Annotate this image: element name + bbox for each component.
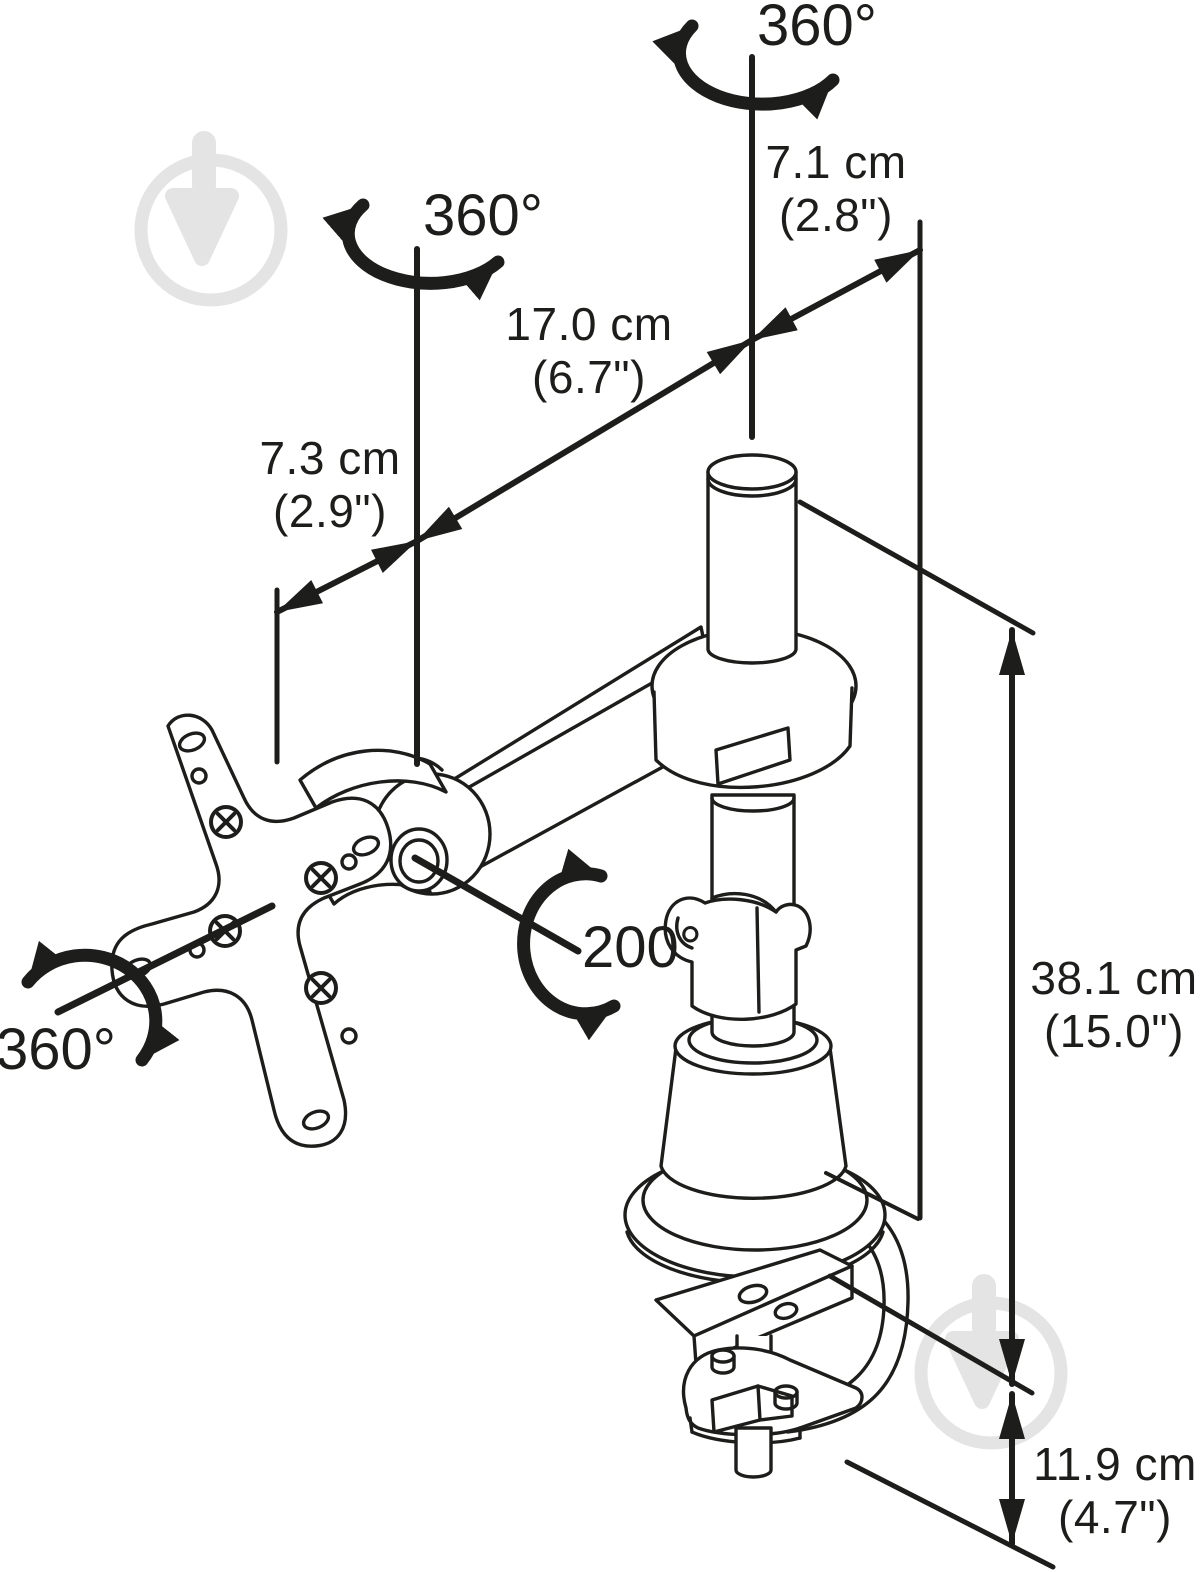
- vesa-screw-icon: [304, 861, 338, 895]
- vesa-slot-hole: [301, 1109, 331, 1131]
- clamp-upper-jaw: [654, 1248, 854, 1366]
- cable-clip: [663, 891, 812, 1022]
- head-offset-label: 7.3 cm (2.9"): [259, 432, 400, 538]
- clamp-height-imperial: (4.7"): [1058, 1491, 1172, 1543]
- pole-rotation-label: 360°: [757, 0, 877, 58]
- rotation-arrow-icon: [21, 940, 180, 1067]
- head-offset-metric: 7.3 cm: [259, 432, 401, 484]
- vesa-hole: [340, 1027, 358, 1045]
- pole-height-metric: 38.1 cm: [1030, 952, 1198, 1004]
- foot-pin: [710, 1348, 736, 1375]
- elbow-swivel-label: 200°: [582, 915, 702, 980]
- pole-height-imperial: (15.0"): [1043, 1005, 1184, 1057]
- leader-line: [844, 1459, 1056, 1570]
- vesa-screw-icon: [209, 805, 243, 839]
- clamp-height-label: 11.9 cm (4.7"): [1033, 1438, 1197, 1544]
- arm-reach-label: 17.0 cm (6.7"): [505, 298, 672, 404]
- head-offset-imperial: (2.9"): [273, 485, 387, 537]
- leader-line: [797, 499, 1036, 636]
- watermark-logo-icon: [134, 131, 288, 307]
- pole-offset-imperial: (2.8"): [779, 189, 893, 241]
- dimension-arrow-pole-offset: [749, 247, 923, 343]
- dimension-arrow-head-offset: [274, 538, 420, 615]
- pole-offset-label: 7.1 cm (2.8"): [765, 136, 906, 242]
- threaded-rod-end: [734, 1426, 773, 1479]
- clamp-tab: [710, 1384, 794, 1434]
- arm-reach-imperial: (6.7"): [532, 351, 646, 403]
- clamp-height-metric: 11.9 cm: [1033, 1438, 1197, 1490]
- elbow-swivel-axis: [411, 854, 582, 955]
- vesa-hole: [340, 853, 358, 871]
- vesa-slot-hole: [351, 835, 381, 857]
- rotation-arrow-icon: [322, 198, 505, 301]
- clamp-foot-plate: [681, 1346, 864, 1445]
- arm-reach-metric: 17.0 cm: [505, 298, 673, 350]
- pole-offset-metric: 7.1 cm: [765, 136, 907, 188]
- leader-line: [827, 1273, 1035, 1396]
- swivel-arrow-icon: [517, 848, 621, 1041]
- watermark-logo-icon: [914, 1274, 1068, 1450]
- vesa-slot-hole: [177, 731, 207, 753]
- pole-top: [706, 453, 798, 665]
- dimension-arrow-arm-reach: [414, 337, 755, 544]
- extension-line: [824, 1171, 920, 1221]
- vesa-screw-icon: [304, 971, 338, 1005]
- vesa-hole: [190, 767, 208, 785]
- pole-height-label: 38.1 cm (15.0"): [1030, 952, 1197, 1058]
- arm-joint-rotation-label: 360°: [423, 183, 543, 248]
- vesa-rotation-label: 360°: [0, 1017, 116, 1082]
- arm-hub: [650, 627, 858, 813]
- rotation-arrow-icon: [652, 19, 840, 120]
